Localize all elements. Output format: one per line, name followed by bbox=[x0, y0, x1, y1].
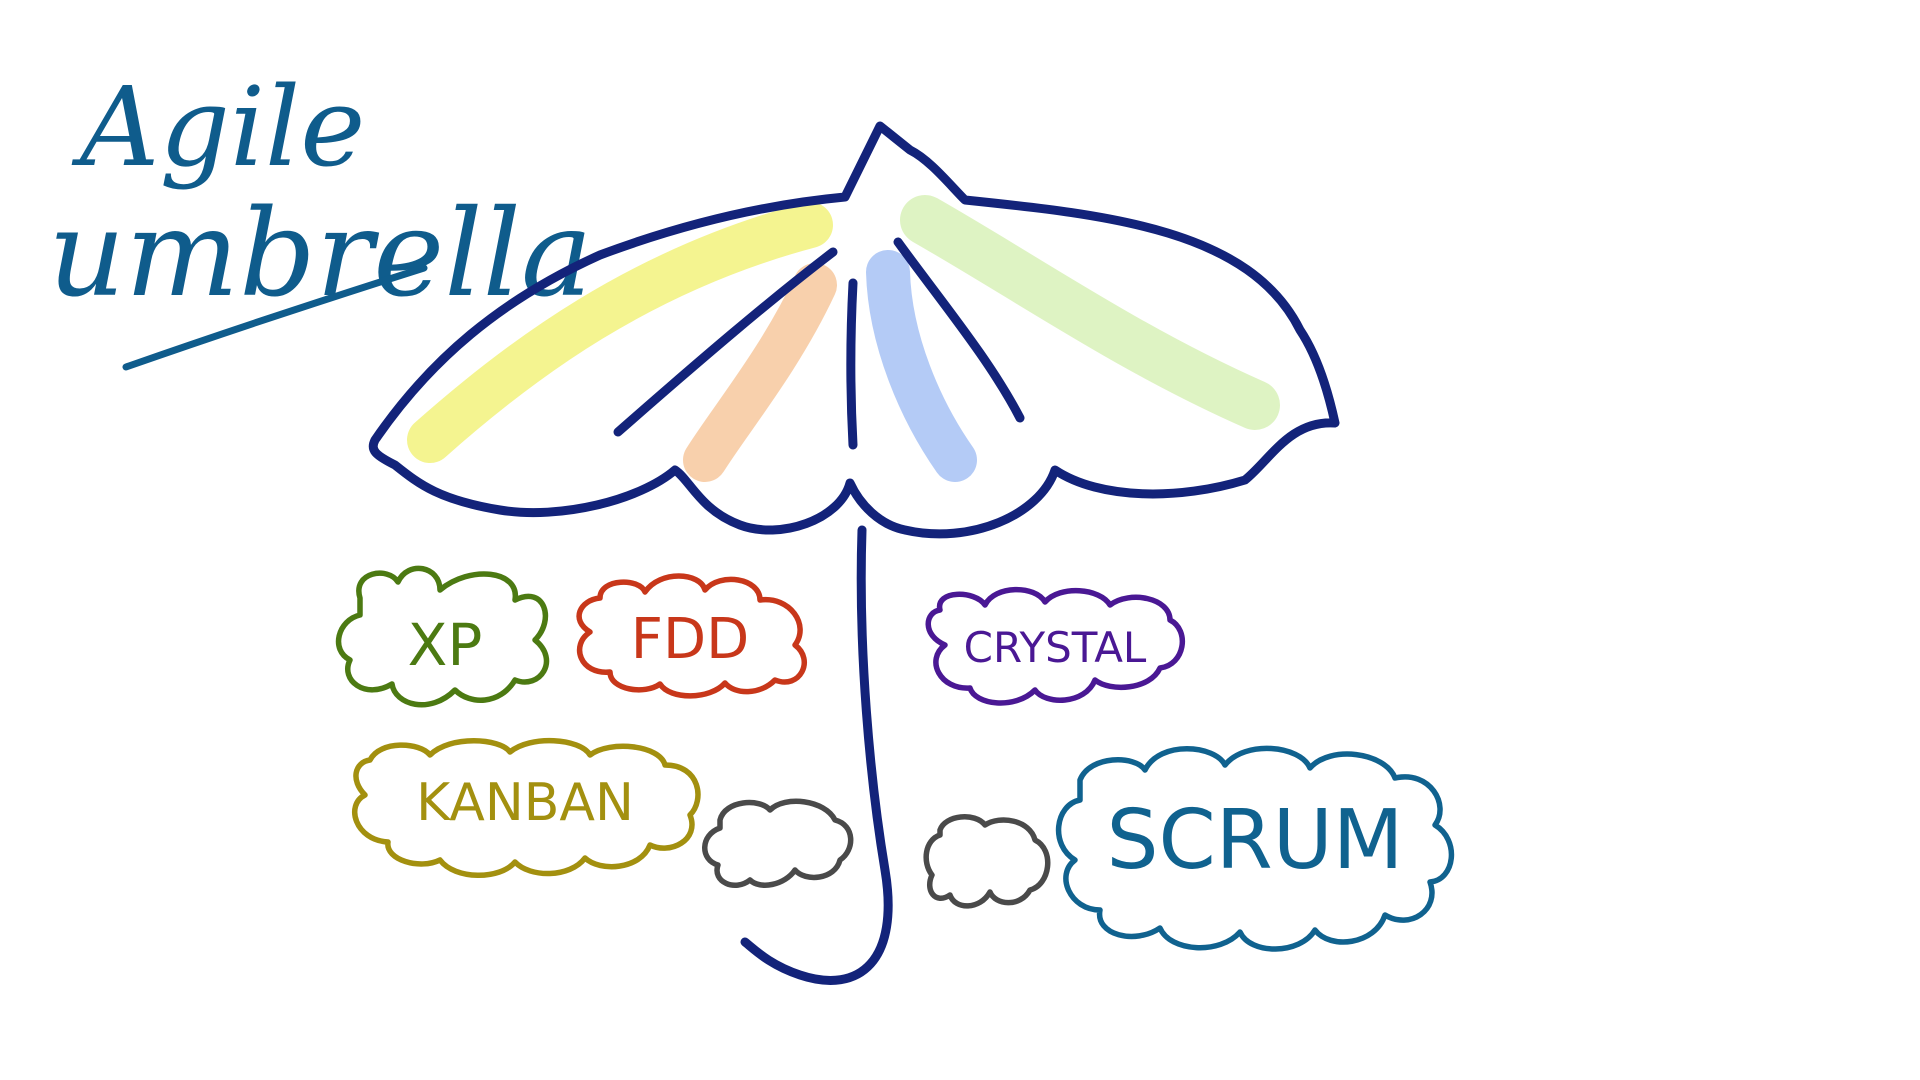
cloud-crystal-label: CRYSTAL bbox=[964, 623, 1147, 672]
diagram-title: Agile umbrella bbox=[48, 63, 593, 371]
cloud-fdd: FDD bbox=[576, 573, 807, 699]
umbrella bbox=[368, 121, 1340, 985]
cloud-xp-label: XP bbox=[408, 611, 483, 679]
umbrella-rib-3 bbox=[893, 237, 1025, 423]
cloud-fdd-label: FDD bbox=[631, 607, 749, 672]
umbrella-canopy bbox=[368, 121, 1340, 539]
cloud-xp-outline bbox=[335, 565, 550, 708]
cloud-xp: XP bbox=[335, 565, 550, 708]
method-clouds: XP FDD CRYSTAL KANBAN SCRUM bbox=[335, 565, 1454, 952]
cloud-crystal-outline bbox=[925, 586, 1186, 706]
umbrella-handle bbox=[740, 525, 893, 985]
cloud-scrum: SCRUM bbox=[1056, 745, 1454, 952]
panel-yellow bbox=[407, 202, 833, 463]
umbrella-rib-1 bbox=[613, 247, 838, 437]
panel-green bbox=[900, 195, 1280, 430]
title-line-1: Agile bbox=[71, 63, 365, 191]
panel-peach bbox=[683, 263, 837, 482]
blank-cloud-right-outline bbox=[923, 814, 1051, 909]
umbrella-rib-2 bbox=[846, 278, 858, 450]
title-underline bbox=[122, 264, 428, 371]
cloud-fdd-outline bbox=[576, 573, 807, 699]
panel-blue bbox=[866, 250, 977, 482]
blank-cloud-left bbox=[702, 798, 854, 888]
umbrella-panels bbox=[407, 195, 1280, 482]
cloud-kanban-outline bbox=[352, 738, 701, 878]
blank-cloud-right bbox=[923, 814, 1051, 909]
cloud-crystal: CRYSTAL bbox=[925, 586, 1186, 706]
blank-cloud-left-outline bbox=[702, 798, 854, 888]
cloud-scrum-outline bbox=[1056, 745, 1454, 952]
cloud-kanban: KANBAN bbox=[352, 738, 701, 878]
cloud-kanban-label: KANBAN bbox=[416, 773, 634, 833]
cloud-scrum-label: SCRUM bbox=[1106, 793, 1403, 888]
